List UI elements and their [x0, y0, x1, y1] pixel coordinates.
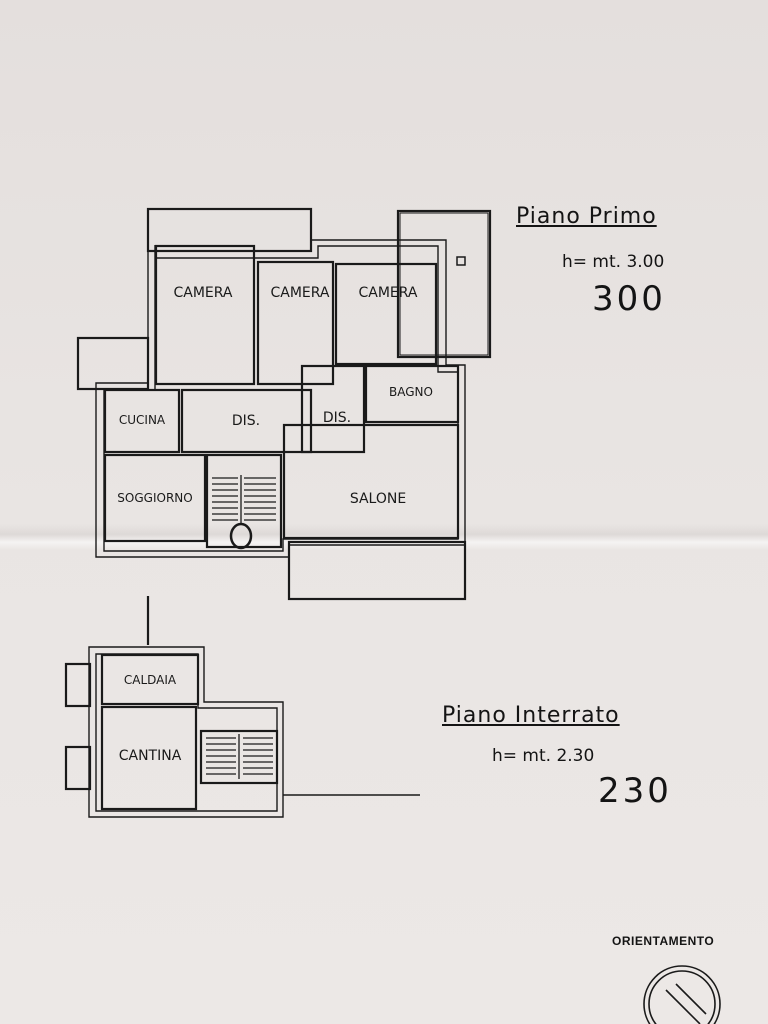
balcony-left: [76, 336, 150, 391]
height-piano-interrato: h= mt. 2.30: [492, 746, 595, 766]
stair-treads-interrato: [206, 734, 273, 779]
room-salone: [282, 423, 460, 540]
label-camera-2: CAMERA: [270, 285, 329, 301]
stair-treads-primo: [212, 475, 276, 524]
staircase-primo: [205, 453, 283, 549]
balcony-top: [146, 207, 313, 253]
balcony-right: [396, 209, 492, 359]
room-soggiorno: [103, 453, 207, 543]
room-bagno: [364, 364, 460, 424]
room-cantina: [100, 705, 198, 811]
room-caldaia: [100, 653, 200, 706]
room-dis-1: [180, 388, 313, 454]
label-bagno: BAGNO: [389, 385, 433, 399]
number-piano-interrato: 230: [598, 771, 672, 811]
room-cucina: [103, 388, 181, 454]
title-piano-interrato: Piano Interrato: [442, 703, 620, 728]
label-camera-3: CAMERA: [358, 285, 417, 301]
label-dis-2: DIS.: [323, 410, 351, 426]
flue-marker: [456, 256, 466, 266]
height-piano-primo: h= mt. 3.00: [562, 252, 665, 272]
room-dis-2: [300, 364, 366, 454]
basement-window-2: [64, 745, 92, 791]
label-caldaia: CALDAIA: [124, 673, 177, 687]
orientation-label: ORIENTAMENTO: [612, 934, 715, 948]
room-camera-1: [154, 244, 256, 386]
compass-icon: [643, 965, 721, 1024]
label-salone: SALONE: [350, 491, 406, 507]
label-dis-1: DIS.: [232, 413, 260, 429]
balcony-bottom: [287, 540, 467, 601]
title-piano-primo: Piano Primo: [516, 204, 657, 229]
number-piano-primo: 300: [592, 279, 666, 319]
stair-circle-mark: [229, 522, 253, 550]
label-cantina: CANTINA: [119, 748, 182, 764]
outer-wall: [95, 238, 466, 558]
label-cucina: CUCINA: [119, 413, 166, 427]
label-camera-1: CAMERA: [173, 285, 232, 301]
basement-outer-wall: [88, 646, 284, 818]
label-soggiorno: SOGGIORNO: [117, 491, 192, 505]
room-camera-3: [334, 262, 438, 366]
basement-window-1: [64, 662, 92, 708]
room-camera-2: [256, 260, 335, 386]
staircase-interrato: [199, 729, 279, 785]
